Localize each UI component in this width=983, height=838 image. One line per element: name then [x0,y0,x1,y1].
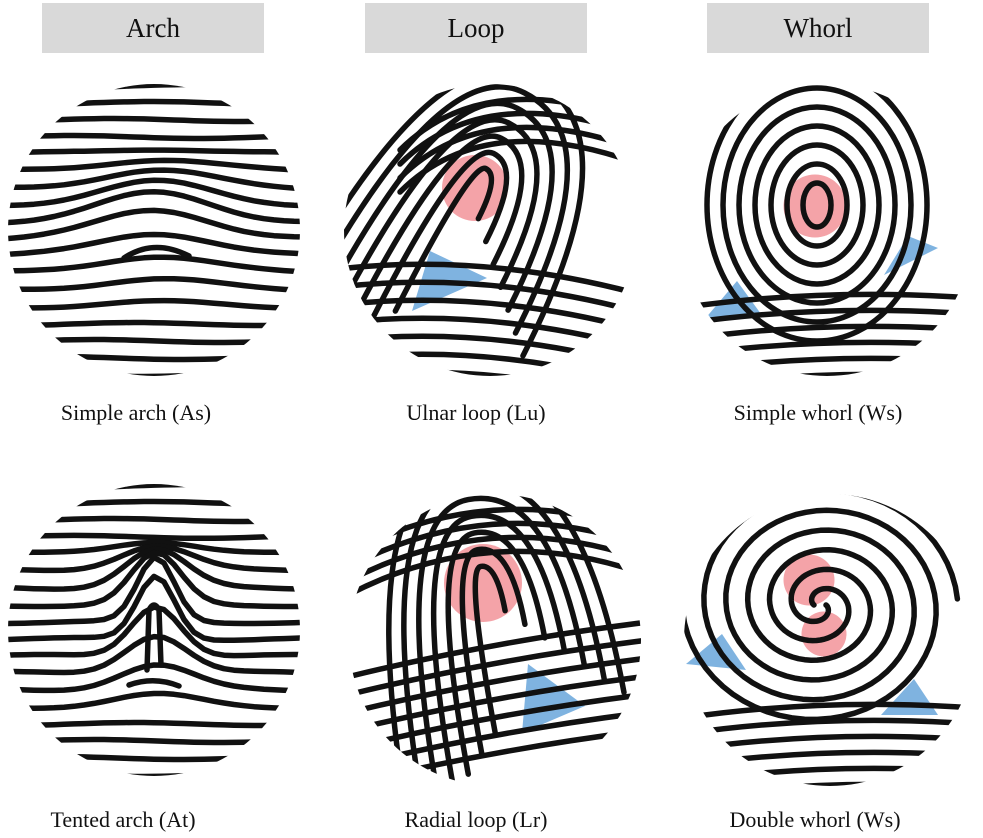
radial-loop-print [345,490,645,790]
double-whorl-print [680,490,980,790]
ridge-lines [4,85,304,377]
simple-whorl-print [677,80,977,380]
ridge-lines [345,490,645,790]
ridge-lines [4,485,304,777]
loop-header: Loop [365,3,587,53]
radial-loop-caption: Radial loop (Lr) [326,807,626,833]
tented-arch-print [4,480,304,780]
simple-whorl-caption: Simple whorl (Ws) [668,400,968,426]
simple-arch-caption: Simple arch (As) [0,400,286,426]
arch-header: Arch [42,3,264,53]
ridge-lines [340,80,640,380]
tented-arch-caption: Tented arch (At) [0,807,273,833]
ridge-lines [677,80,977,380]
ulnar-loop-print [340,80,640,380]
double-whorl-caption: Double whorl (Ws) [665,807,965,833]
ridge-lines [680,491,980,790]
ulnar-loop-caption: Ulnar loop (Lu) [326,400,626,426]
simple-arch-print [4,80,304,380]
whorl-header: Whorl [707,3,929,53]
